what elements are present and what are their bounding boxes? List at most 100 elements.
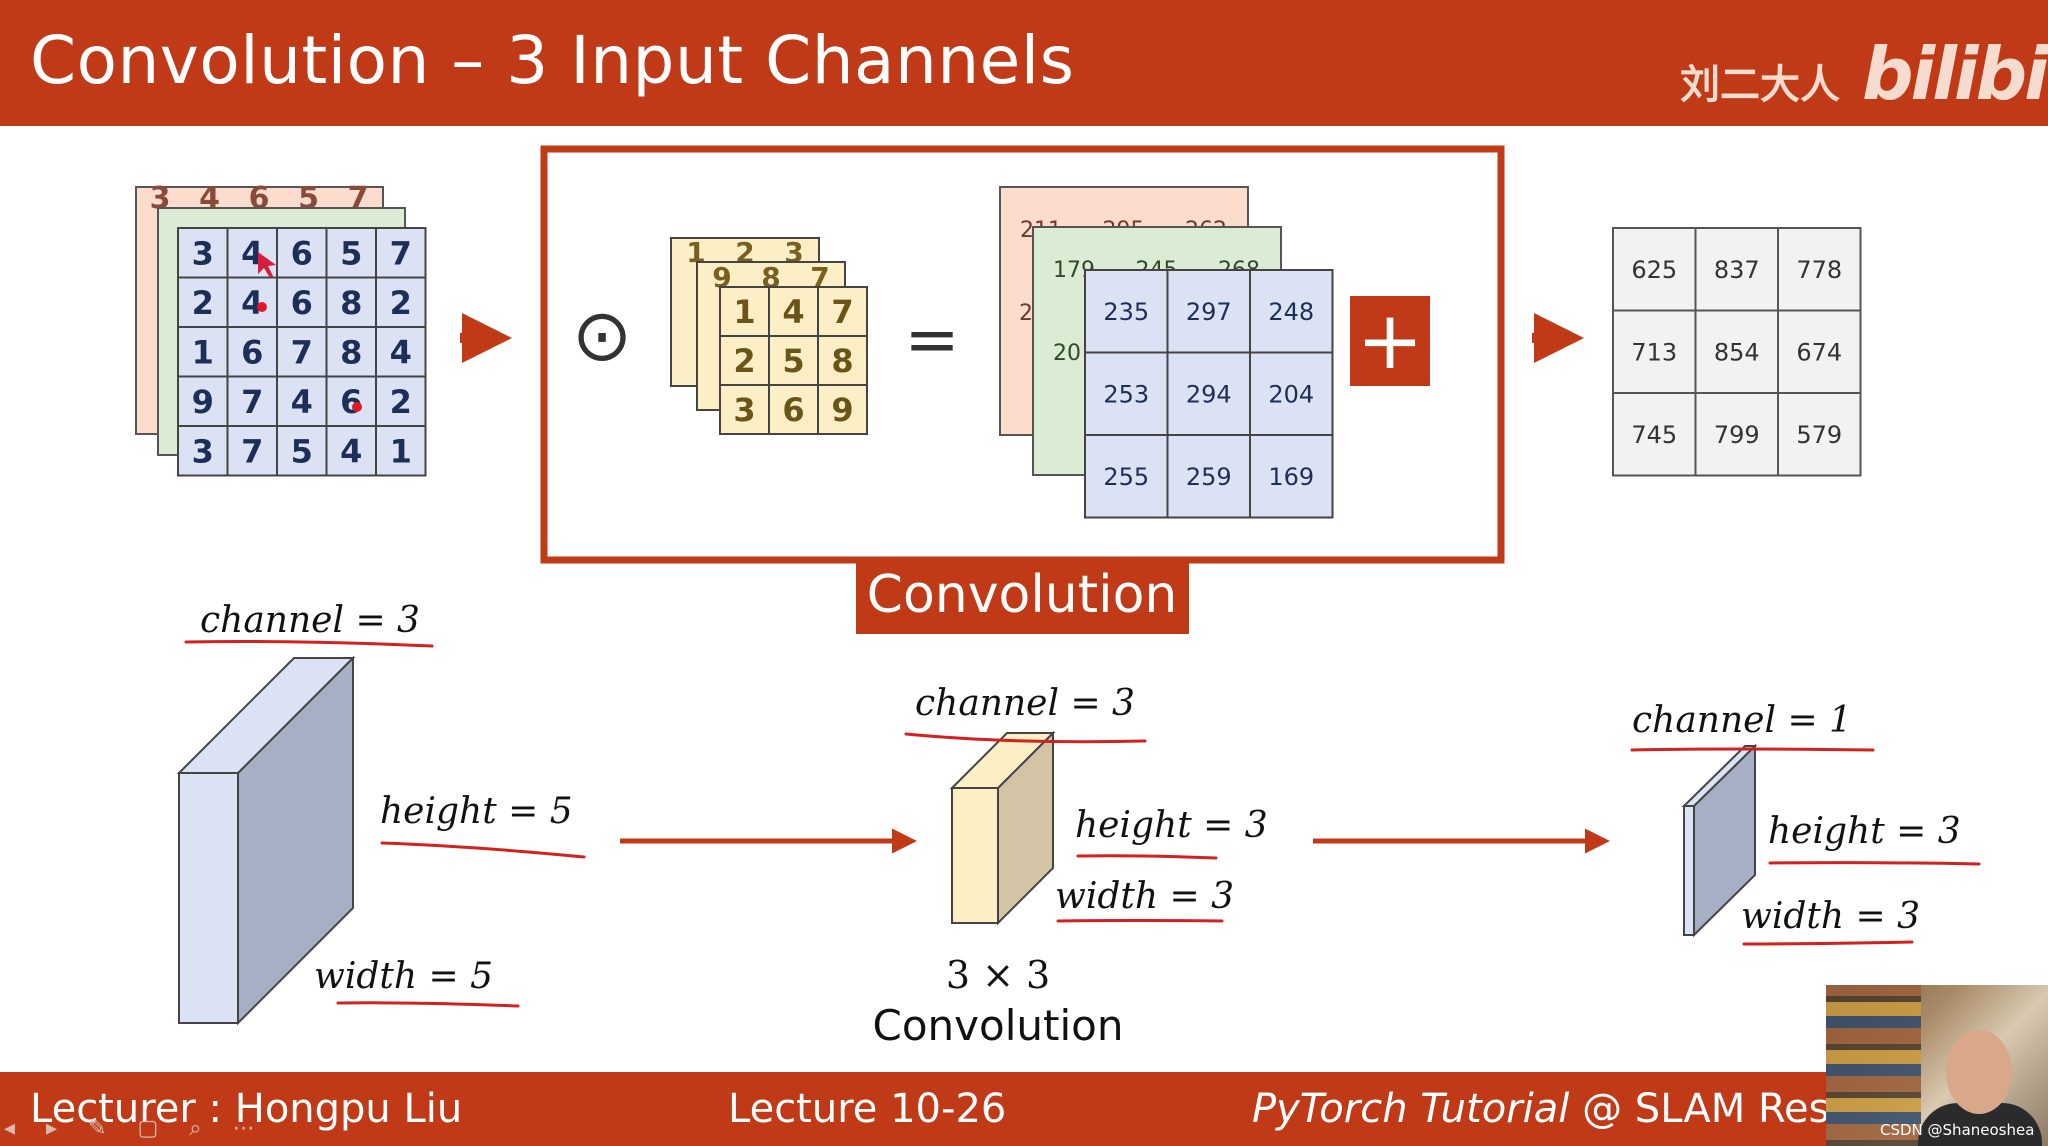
footer-bar (0, 1072, 2048, 1146)
handwritten-underlines (184, 640, 1981, 1008)
input-front-value: 5 (291, 432, 313, 470)
input-front-value: 6 (291, 234, 313, 272)
pointer-dot (257, 302, 267, 312)
input-front-value: 4 (241, 234, 263, 272)
input-front-value: 7 (241, 432, 263, 470)
input-front-value: 3 (192, 234, 214, 272)
kernel-height-label: height = 3 (1075, 805, 1268, 846)
output-value: 674 (1796, 338, 1842, 366)
kernel-size-caption: 3 × 3 (946, 953, 1050, 997)
input-front-cell (325, 375, 377, 427)
input-height-label: height = 5 (380, 791, 573, 832)
output-value: 799 (1714, 421, 1760, 449)
input-channel-label: channel = 3 (200, 600, 420, 641)
kernel-back-value: 3 (784, 236, 803, 269)
output-value: 713 (1631, 338, 1677, 366)
mouse-cursor-icon (258, 252, 276, 278)
csdn-watermark: CSDN @Shaneoshea (1880, 1121, 2035, 1139)
kernel-volume (949, 730, 1056, 926)
title-bar (0, 0, 2048, 126)
input-front-value: 6 (291, 284, 313, 322)
partial-front-value: 294 (1186, 380, 1232, 408)
partial-back-value: 2 (1019, 301, 1033, 326)
kernel-front-value: 5 (782, 342, 804, 380)
input-front-cell (276, 326, 328, 378)
partial-front-value: 255 (1103, 463, 1149, 491)
partial-front-cell (1166, 351, 1251, 436)
input-front-cell (177, 276, 229, 328)
output-value: 579 (1796, 421, 1842, 449)
output-cell (1612, 227, 1697, 312)
kernel-front-value: 2 (733, 342, 755, 380)
lecturer-webcam (1826, 985, 2048, 1146)
input-front-value: 1 (192, 333, 214, 371)
output-value: 778 (1796, 256, 1842, 284)
input-front-cell (375, 276, 427, 328)
input-front-cell (375, 326, 427, 378)
partial-front-cell (1249, 351, 1334, 436)
kernel-front-value: 9 (831, 391, 853, 429)
input-front-value: 8 (340, 333, 362, 371)
input-front-cell (276, 425, 328, 477)
input-front-value: 9 (192, 383, 214, 421)
kernel-front-value: 1 (733, 293, 755, 331)
input-front-cell (325, 425, 377, 477)
partial-front-value: 297 (1186, 298, 1232, 326)
kernel-back-value: 2 (735, 236, 754, 269)
input-front-value: 4 (241, 284, 263, 322)
input-front-value: 5 (340, 234, 362, 272)
plus-symbol: + (1356, 294, 1423, 387)
output-volume (1681, 743, 1758, 938)
input-front-value: 2 (390, 284, 412, 322)
kernel-front-value: 8 (831, 342, 853, 380)
bookshelf (1826, 985, 1921, 1146)
output-height-label: height = 3 (1768, 811, 1961, 852)
partial-front-value: 253 (1103, 380, 1149, 408)
kernel-front-cell (719, 384, 770, 435)
output-value: 745 (1631, 421, 1677, 449)
output-cell (1777, 309, 1862, 394)
player-controls[interactable]: ◂ ▸ ✎ ▢ ⌕ ⋯ (4, 1116, 267, 1141)
kernel-back-value: 1 (686, 236, 705, 269)
kernel-mid-value: 7 (810, 261, 829, 294)
sum-button-bg (1350, 296, 1430, 386)
input-front-value: 6 (340, 383, 362, 421)
kernel-front-cell (768, 384, 819, 435)
output-cell (1777, 392, 1862, 477)
input-front-value: 8 (340, 284, 362, 322)
kernel-front-value: 3 (733, 391, 755, 429)
convolution-box (540, 145, 1505, 564)
output-cell (1694, 392, 1779, 477)
output-value: 854 (1714, 338, 1760, 366)
input-front-value: 1 (390, 432, 412, 470)
partial-front-cell (1249, 269, 1334, 354)
input-front-value: 7 (291, 333, 313, 371)
input-front-cell (325, 227, 377, 279)
input-front-cell (325, 326, 377, 378)
output-cell (1777, 227, 1862, 312)
partial-mid-value: 20 (1053, 341, 1081, 366)
input-front-value: 7 (241, 383, 263, 421)
tutorial-name: PyTorch Tutorial (1252, 1086, 1570, 1132)
kernel-caption-convolution: Convolution (873, 1001, 1124, 1050)
partial-front-value: 204 (1268, 380, 1314, 408)
equals-symbol: = (904, 301, 959, 378)
partial-front-value: 248 (1268, 298, 1314, 326)
lecture-number: Lecture 10-26 (728, 1086, 1007, 1132)
input-front-value: 2 (390, 383, 412, 421)
convolution-label-bg (856, 563, 1189, 634)
pointer-dot (352, 402, 362, 412)
input-front-cell (375, 425, 427, 477)
author-name: 刘二大人 (1680, 62, 1840, 108)
output-cell (1694, 227, 1779, 312)
lecturer-name: Lecturer : Hongpu Liu (30, 1086, 463, 1132)
partial-front-cell (1249, 434, 1334, 519)
output-cell (1612, 309, 1697, 394)
hadamard-symbol: ⊙ (572, 293, 632, 377)
partial-front-cell (1166, 269, 1251, 354)
input-front-value: 6 (241, 333, 263, 371)
